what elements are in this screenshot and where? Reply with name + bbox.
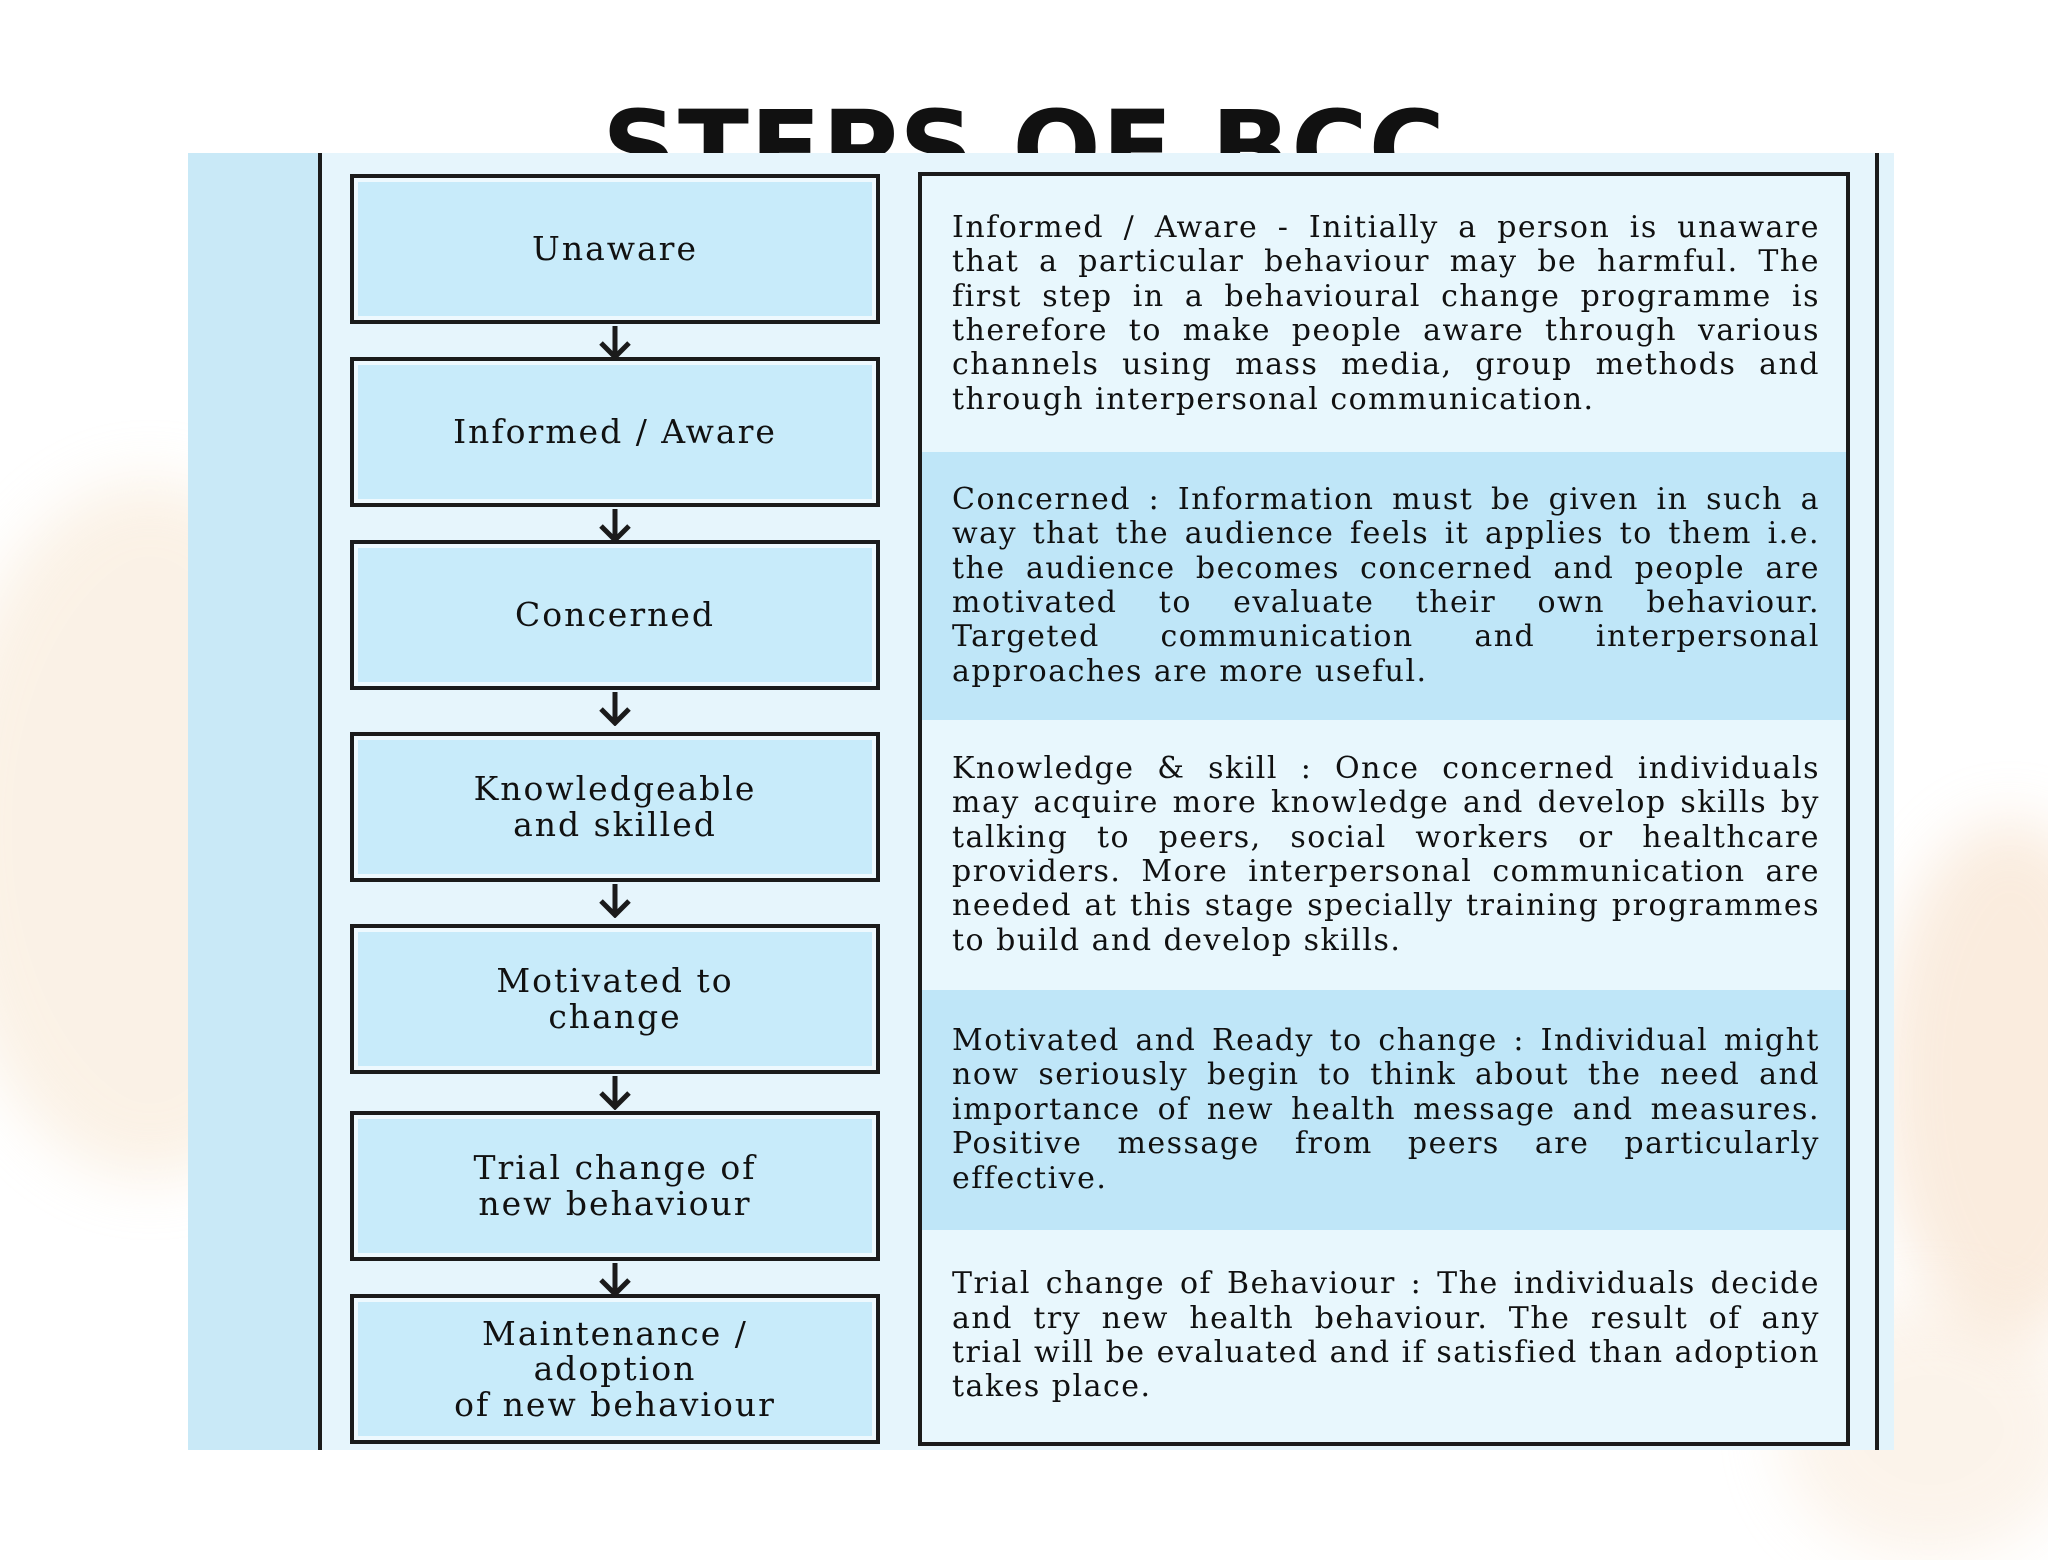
description-block-knowledge-skill: Knowledge & skill : Once concerned indiv… bbox=[922, 720, 1846, 990]
description-text: Motivated and Ready to change : Individu… bbox=[952, 1022, 1820, 1196]
figure-left-strip bbox=[188, 153, 318, 1450]
step-box-unaware: Unaware bbox=[350, 174, 880, 324]
step-box-knowledgeable-skilled: Knowledgeable and skilled bbox=[350, 732, 880, 882]
step-box-maintenance-adoption: Maintenance / adoption of new behaviour bbox=[350, 1294, 880, 1444]
description-block-trial-change: Trial change of Behaviour : The individu… bbox=[922, 1230, 1846, 1442]
description-block-concerned: Concerned : Information must be given in… bbox=[922, 452, 1846, 720]
description-block-motivated-ready: Motivated and Ready to change : Individu… bbox=[922, 990, 1846, 1230]
down-arrow-icon bbox=[599, 692, 631, 726]
step-box-trial-change: Trial change of new behaviour bbox=[350, 1111, 880, 1261]
description-text: Concerned : Information must be given in… bbox=[952, 481, 1820, 689]
description-text: Knowledge & skill : Once concerned indiv… bbox=[952, 750, 1820, 958]
step-box-informed-aware: Informed / Aware bbox=[350, 357, 880, 507]
down-arrow-icon bbox=[599, 326, 631, 360]
description-text: Trial change of Behaviour : The individu… bbox=[952, 1266, 1820, 1405]
down-arrow-icon bbox=[599, 509, 631, 543]
down-arrow-icon bbox=[599, 1076, 631, 1110]
step-box-concerned: Concerned bbox=[350, 540, 880, 690]
descriptions-panel: Informed / Aware - Initially a person is… bbox=[918, 172, 1850, 1446]
steps-flowchart: Unaware Informed / Aware Concerned Knowl… bbox=[350, 174, 880, 1444]
background-decoration bbox=[1880, 820, 2048, 1340]
description-text: Informed / Aware - Initially a person is… bbox=[952, 209, 1820, 417]
down-arrow-icon bbox=[599, 884, 631, 918]
down-arrow-icon bbox=[599, 1263, 631, 1297]
step-box-motivated-to-change: Motivated to change bbox=[350, 924, 880, 1074]
description-block-informed-aware: Informed / Aware - Initially a person is… bbox=[922, 176, 1846, 452]
